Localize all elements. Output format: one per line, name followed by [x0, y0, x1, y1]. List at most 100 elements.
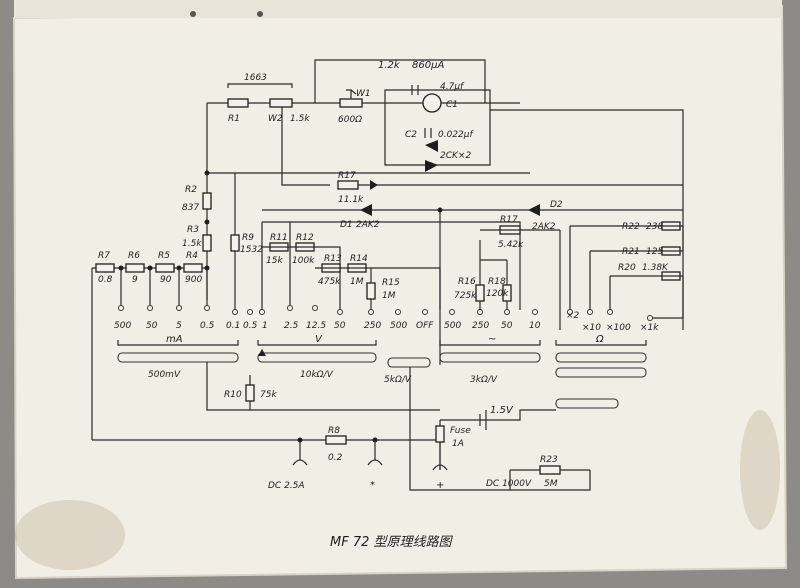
label-r21-val: 125 [646, 247, 663, 257]
label-r17b: R17 [500, 215, 518, 225]
label-r2-val: 837 [182, 203, 199, 213]
resistor-r6 [125, 263, 145, 273]
range-v-250: 250 [364, 321, 381, 331]
diode-2ck-1 [425, 140, 438, 152]
label-r3-val: 1.5k [182, 239, 202, 249]
label-fuse-val: 1A [452, 439, 464, 449]
resistor-r9 [230, 234, 240, 252]
label-r1: R1 [228, 114, 240, 124]
middle-branch [202, 170, 684, 365]
label-c2-val: 0.022μf [438, 130, 474, 140]
label-r6: R6 [128, 251, 140, 261]
label-d1-type: 2AK2 [356, 220, 380, 230]
range-ma-50: 50 [146, 321, 158, 331]
label-r3: R3 [187, 225, 199, 235]
label-r20-val: 1.38K [642, 263, 669, 273]
paper-stain [15, 500, 125, 570]
label-r6-val: 9 [132, 275, 138, 285]
resistor-r4 [183, 263, 203, 273]
label-r22: R22 [622, 222, 640, 232]
resistor-r8 [325, 435, 347, 445]
label-sum-1663: 1663 [244, 73, 267, 83]
band-kv5: 5kΩ/V [384, 375, 412, 385]
range-v-50: 50 [334, 321, 346, 331]
band-kv3: 3kΩ/V [470, 375, 498, 385]
band-v: V [315, 334, 323, 345]
diagram-title: MF 72 型原理线路图 [330, 535, 454, 550]
label-r8: R8 [328, 426, 340, 436]
label-r11-val: 15k [266, 256, 283, 266]
resistor-r7 [95, 263, 115, 273]
resistor-r3 [202, 234, 212, 252]
range-ac-50: 50 [501, 321, 513, 331]
band-ohm: Ω [595, 334, 604, 345]
resistor-r10 [245, 384, 255, 402]
label-star: * [370, 480, 375, 491]
label-r23-val: 5M [544, 479, 558, 489]
label-r13: R13 [324, 254, 342, 264]
band-mv500: 500mV [148, 370, 181, 380]
range-ac-500: 500 [444, 321, 461, 331]
range-ac-250: 250 [472, 321, 489, 331]
band-ma: mA [166, 334, 183, 345]
switch-terminals [118, 305, 653, 321]
label-r16: R16 [458, 277, 476, 287]
label-w2-val: 1.5k [290, 114, 310, 124]
label-c2: C2 [405, 130, 417, 140]
range-v-2.5: 2.5 [284, 321, 299, 331]
range-v-0.1: 0.1 [226, 321, 240, 331]
label-w1-val: 600Ω [338, 115, 362, 125]
label-w1: W1 [356, 89, 371, 99]
bottom-section [92, 410, 590, 490]
band-kv10: 10kΩ/V [300, 370, 334, 380]
fuse [435, 425, 445, 443]
label-d1: D1 [340, 220, 353, 230]
label-r12: R12 [296, 233, 314, 243]
label-r15-val: 1M [382, 291, 396, 301]
label-r23: R23 [540, 455, 558, 465]
shunt-chain [91, 263, 210, 440]
range-ma-0.5: 0.5 [200, 321, 215, 331]
label-r10: R10 [224, 390, 242, 400]
label-r9: R9 [242, 233, 254, 243]
label-r18-val: 120k [486, 289, 509, 299]
label-r9-val: 1532 [240, 245, 263, 255]
resistor-r16 [475, 284, 485, 302]
label-battery: 1.5V [490, 405, 514, 416]
label-r17a-val: 11.1k [338, 195, 364, 205]
diode-d2 [528, 204, 540, 216]
label-r14-val: 1M [350, 277, 364, 287]
diode-d-mid [370, 180, 378, 190]
label-r13-val: 475k [318, 277, 341, 287]
label-r4: R4 [186, 251, 198, 261]
binding-hole-1 [190, 11, 196, 17]
range-ma-500: 500 [114, 321, 131, 331]
label-fuse: Fuse [450, 426, 471, 436]
range-v-500: 500 [390, 321, 407, 331]
label-c1-val: 4.7μf [440, 82, 465, 92]
label-r10-val: 75k [260, 390, 277, 400]
label-w2: W2 [268, 114, 283, 124]
node-r2-r3 [204, 219, 210, 225]
paper-sheet [14, 6, 786, 578]
label-diodes: 2CK×2 [440, 151, 471, 161]
label-r5: R5 [158, 251, 170, 261]
binding-hole-2 [257, 11, 263, 17]
label-r8-val: 0.2 [328, 453, 343, 463]
label-r14: R14 [350, 254, 368, 264]
resistor-w2 [269, 98, 293, 108]
label-r22-val: 238 [646, 222, 663, 232]
range-ohm-x100: ×100 [606, 323, 631, 333]
label-r4-val: 900 [185, 275, 202, 285]
top-binding-strip [14, 0, 782, 18]
range-ma-5: 5 [176, 321, 182, 331]
diode-2ck-2 [425, 160, 438, 172]
range-ohm-x1k: ×1k [640, 323, 659, 333]
resistor-r5 [155, 263, 175, 273]
meter-movement [422, 93, 442, 113]
label-r21: R21 [622, 247, 640, 257]
resistor-r23 [539, 465, 561, 475]
label-r2: R2 [185, 185, 197, 195]
label-r7-val: 0.8 [98, 275, 113, 285]
